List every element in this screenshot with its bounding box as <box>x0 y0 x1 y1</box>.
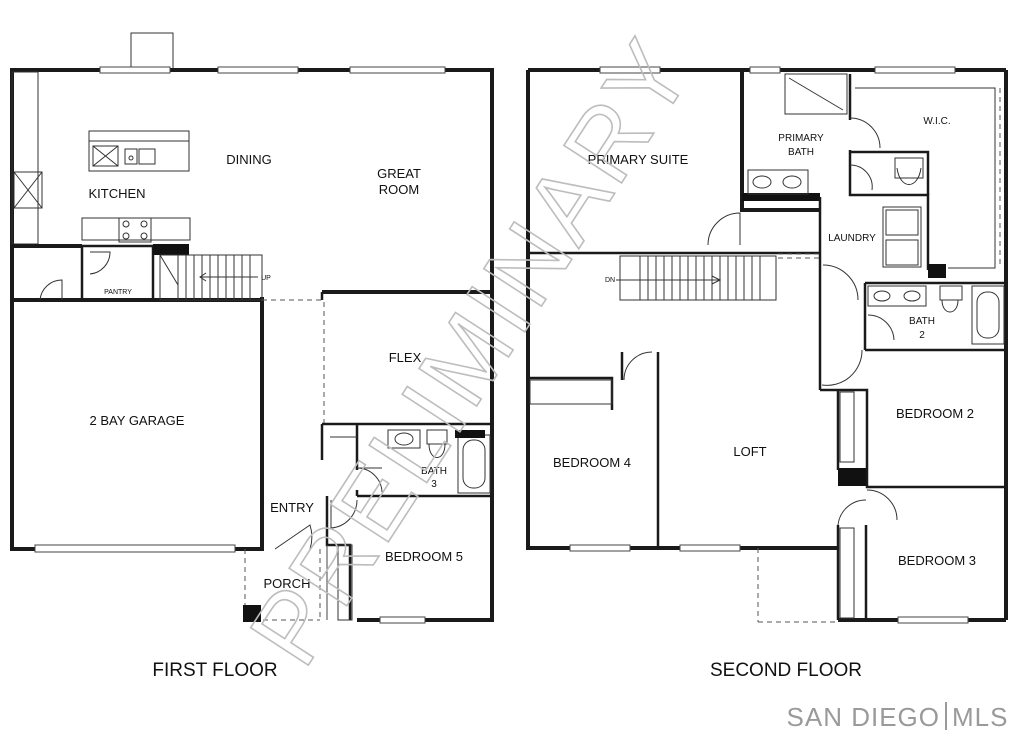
label-bath2-1: BATH <box>909 316 935 327</box>
label-dn: DN <box>605 277 615 284</box>
label-great-room-2: ROOM <box>379 182 419 197</box>
label-bedroom3: BEDROOM 3 <box>898 553 976 568</box>
label-garage: 2 BAY GARAGE <box>90 413 185 428</box>
label-porch: PORCH <box>264 576 311 591</box>
label-dining: DINING <box>226 152 272 167</box>
room-labels: DINING GREAT ROOM KITCHEN PANTRY UP 2 BA… <box>88 116 976 591</box>
second-floor-plan <box>526 66 1008 624</box>
label-primary-bath-1: PRIMARY <box>778 133 824 144</box>
label-pantry: PANTRY <box>104 289 132 296</box>
preliminary-watermark: PRELIMINARY <box>228 19 714 684</box>
label-flex: FLEX <box>389 350 422 365</box>
brand-logo: SAN DIEGO MLS <box>787 702 1008 732</box>
label-great-room-1: GREAT <box>377 166 421 181</box>
label-entry: ENTRY <box>270 500 314 515</box>
second-floor-title: SECOND FLOOR <box>710 660 862 681</box>
label-loft: LOFT <box>733 444 766 459</box>
label-kitchen: KITCHEN <box>88 186 145 201</box>
label-up: UP <box>261 275 271 282</box>
label-bath2-2: 2 <box>919 330 925 341</box>
label-wic: W.I.C. <box>923 116 950 127</box>
label-primary-bath-2: BATH <box>788 147 814 158</box>
label-primary-suite: PRIMARY SUITE <box>588 152 689 167</box>
label-bedroom2: BEDROOM 2 <box>896 406 974 421</box>
label-bath3-2: 3 <box>431 479 437 490</box>
label-bedroom4: BEDROOM 4 <box>553 455 631 470</box>
label-bedroom5: BEDROOM 5 <box>385 549 463 564</box>
first-floor-title: FIRST FLOOR <box>152 660 277 681</box>
first-floor-plan <box>10 32 494 624</box>
brand-right: MLS <box>952 702 1008 732</box>
label-laundry: LAUNDRY <box>828 233 876 244</box>
label-bath3-1: BATH <box>421 466 447 477</box>
brand-left: SAN DIEGO <box>787 702 940 732</box>
